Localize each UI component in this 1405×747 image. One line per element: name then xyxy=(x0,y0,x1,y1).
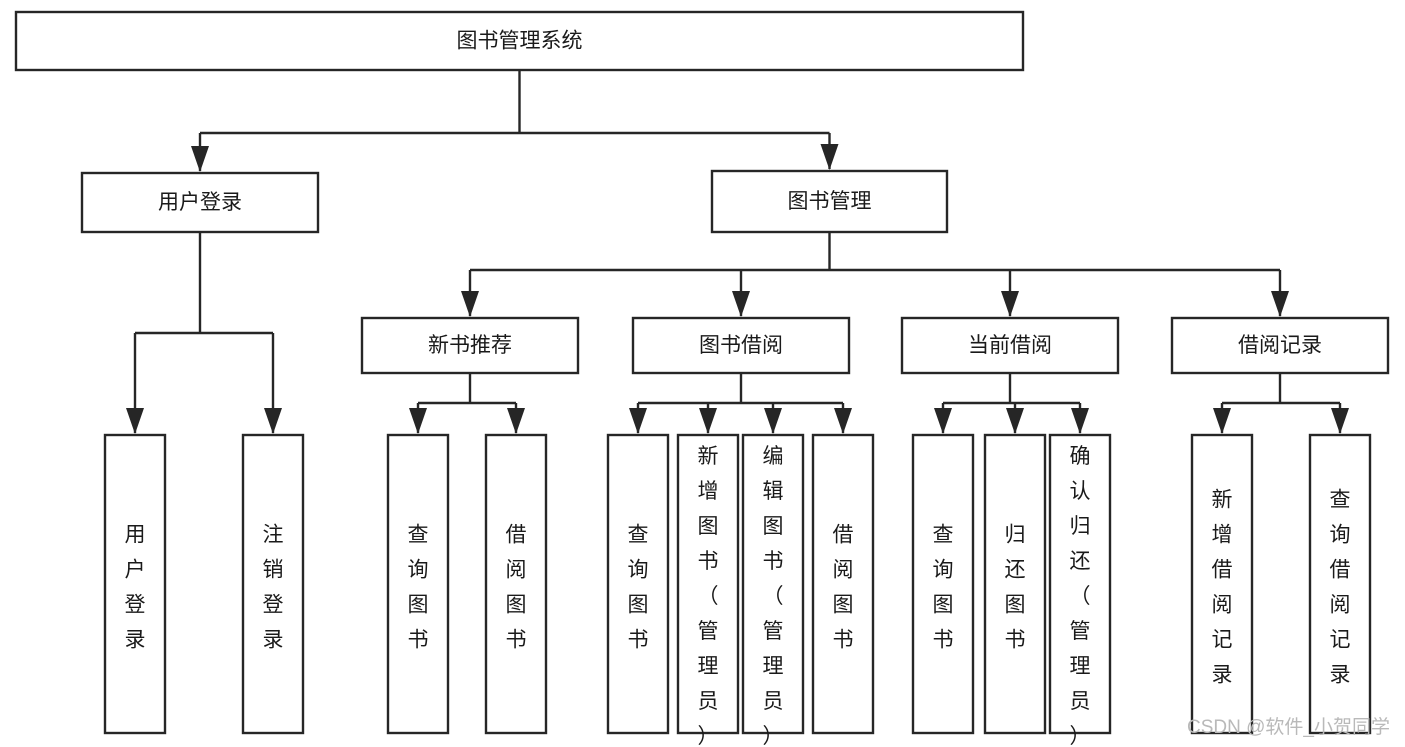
node-add-borrow-record[interactable]: 新增借阅记录 xyxy=(1190,433,1254,735)
node-box-query-book-2[interactable] xyxy=(606,433,670,735)
node-box-book-borrow[interactable] xyxy=(631,316,851,375)
arrow-head-icon xyxy=(1271,291,1289,317)
node-borrow-book-2[interactable]: 借阅图书 xyxy=(811,433,875,735)
node-user-login-do[interactable]: 用户登录 xyxy=(103,433,167,735)
node-box-confirm-return-admin[interactable] xyxy=(1048,433,1112,735)
node-borrow-book-1[interactable]: 借阅图书 xyxy=(484,433,548,735)
node-label-book-management: 图书管理 xyxy=(788,190,872,213)
arrow-head-icon xyxy=(699,408,717,434)
node-label-user-login: 用户登录 xyxy=(158,191,242,214)
node-new-book-recommend[interactable]: 新书推荐 xyxy=(360,316,580,375)
node-label-borrow-book-2: 借阅图书 xyxy=(833,523,854,651)
node-label-borrow-book-1: 借阅图书 xyxy=(506,523,527,651)
node-label-book-borrow: 图书借阅 xyxy=(699,334,783,357)
node-query-book-3[interactable]: 查询图书 xyxy=(911,433,975,735)
node-label-user-logout: 注销登录 xyxy=(263,523,284,651)
node-query-borrow-record[interactable]: 查询借阅记录 xyxy=(1308,433,1372,735)
arrow-head-icon xyxy=(934,408,952,434)
arrow-head-icon xyxy=(126,408,144,434)
node-label-borrow-records: 借阅记录 xyxy=(1238,334,1322,357)
arrow-head-icon xyxy=(461,291,479,317)
node-current-borrow[interactable]: 当前借阅 xyxy=(900,316,1120,375)
node-box-current-borrow[interactable] xyxy=(900,316,1120,375)
arrow-head-icon xyxy=(1006,408,1024,434)
node-layer: 图书管理系统用户登录图书管理新书推荐图书借阅当前借阅借阅记录用户登录注销登录查询… xyxy=(14,10,1390,747)
arrow-head-icon xyxy=(1213,408,1231,434)
node-box-borrow-book-2[interactable] xyxy=(811,433,875,735)
node-box-add-borrow-record[interactable] xyxy=(1190,433,1254,735)
node-return-book[interactable]: 归还图书 xyxy=(983,433,1047,735)
node-box-book-management[interactable] xyxy=(710,169,949,234)
arrow-head-icon xyxy=(1331,408,1349,434)
node-label-add-book-admin: 新增图书（管理员） xyxy=(698,445,719,747)
node-edit-book-admin[interactable]: 编辑图书（管理员） xyxy=(741,433,805,747)
node-label-confirm-return-admin: 确认归还（管理员） xyxy=(1070,445,1091,747)
node-label-current-borrow: 当前借阅 xyxy=(968,334,1052,357)
node-add-book-admin[interactable]: 新增图书（管理员） xyxy=(676,433,740,747)
node-borrow-records[interactable]: 借阅记录 xyxy=(1170,316,1390,375)
arrow-head-icon xyxy=(764,408,782,434)
arrow-head-icon xyxy=(732,291,750,317)
node-query-book-1[interactable]: 查询图书 xyxy=(386,433,450,735)
node-query-book-2[interactable]: 查询图书 xyxy=(606,433,670,735)
node-confirm-return-admin[interactable]: 确认归还（管理员） xyxy=(1048,433,1112,747)
arrow-head-icon xyxy=(629,408,647,434)
node-label-add-borrow-record: 新增借阅记录 xyxy=(1212,488,1233,686)
node-root[interactable]: 图书管理系统 xyxy=(14,10,1025,72)
node-box-query-book-1[interactable] xyxy=(386,433,450,735)
node-label-query-book-3: 查询图书 xyxy=(933,523,954,651)
csdn-watermark: CSDN @软件_小贺同学 xyxy=(1187,716,1390,738)
arrow-head-icon xyxy=(820,144,839,170)
node-box-user-login[interactable] xyxy=(80,171,320,234)
node-label-query-book-1: 查询图书 xyxy=(408,523,429,651)
node-box-user-logout[interactable] xyxy=(241,433,305,735)
node-label-return-book: 归还图书 xyxy=(1005,523,1026,651)
node-box-user-login-do[interactable] xyxy=(103,433,167,735)
arrow-head-icon xyxy=(191,146,209,172)
connector-layer xyxy=(126,70,1349,434)
node-user-login[interactable]: 用户登录 xyxy=(80,171,320,234)
arrow-head-icon xyxy=(264,408,282,434)
node-box-edit-book-admin[interactable] xyxy=(741,433,805,735)
node-box-query-borrow-record[interactable] xyxy=(1308,433,1372,735)
arrow-head-icon xyxy=(409,408,427,434)
node-label-edit-book-admin: 编辑图书（管理员） xyxy=(763,445,784,747)
node-box-new-book-recommend[interactable] xyxy=(360,316,580,375)
node-book-management[interactable]: 图书管理 xyxy=(710,169,949,234)
node-box-query-book-3[interactable] xyxy=(911,433,975,735)
arrow-head-icon xyxy=(1001,291,1019,317)
node-label-user-login-do: 用户登录 xyxy=(125,523,146,651)
node-box-add-book-admin[interactable] xyxy=(676,433,740,735)
node-label-new-book-recommend: 新书推荐 xyxy=(428,334,512,357)
arrow-head-icon xyxy=(834,408,852,434)
node-label-query-book-2: 查询图书 xyxy=(628,523,649,651)
node-book-borrow[interactable]: 图书借阅 xyxy=(631,316,851,375)
node-label-root: 图书管理系统 xyxy=(457,30,583,53)
arrow-head-icon xyxy=(1071,408,1089,434)
node-label-query-borrow-record: 查询借阅记录 xyxy=(1330,488,1351,686)
node-box-return-book[interactable] xyxy=(983,433,1047,735)
node-user-logout[interactable]: 注销登录 xyxy=(241,433,305,735)
node-box-borrow-book-1[interactable] xyxy=(484,433,548,735)
arrow-head-icon xyxy=(507,408,525,434)
node-box-borrow-records[interactable] xyxy=(1170,316,1390,375)
node-box-root[interactable] xyxy=(14,10,1025,72)
